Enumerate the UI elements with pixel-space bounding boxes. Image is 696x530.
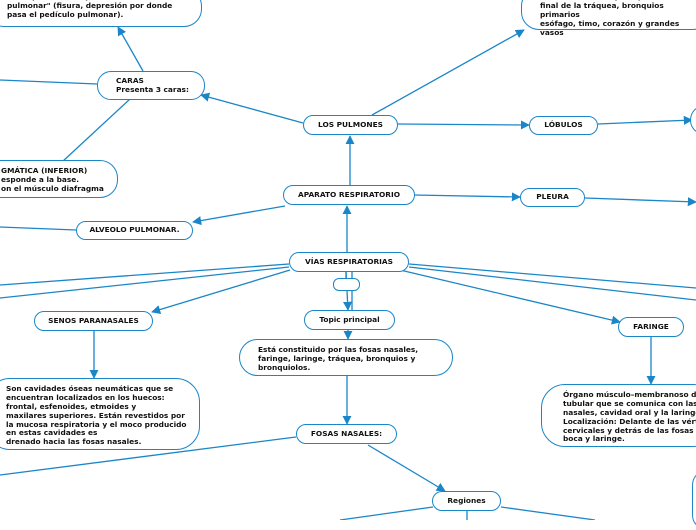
node-lobulos[interactable]: LÓBULOS xyxy=(529,116,598,135)
node-hilio[interactable]: En su parte media presenta al "hilio pul… xyxy=(0,0,202,27)
node-alveolo-pulmonar[interactable]: ALVEOLO PULMONAR. xyxy=(76,221,193,240)
node-diafragmatica[interactable]: GMÁTICA (INFERIOR) esponde a la base. on… xyxy=(0,160,118,198)
edge-vias-right-2 xyxy=(408,266,696,301)
edge-vias-senos xyxy=(151,269,291,314)
node-aparato-respiratorio[interactable]: APARATO RESPIRATORIO xyxy=(283,185,415,205)
edge-pulmones-lobulos xyxy=(397,120,530,130)
node-mediastino[interactable]: "mediastino" (ocupado por extremo final … xyxy=(521,0,696,36)
edge-pulmones-mediastino xyxy=(371,29,525,116)
node-vias-respiratorias[interactable]: VÍAS RESPIRATORIAS xyxy=(289,252,409,272)
node-senos-paranasales[interactable]: SENOS PARANASALES xyxy=(34,311,153,331)
edge-caras-left xyxy=(0,79,98,85)
edge-vias-left-2 xyxy=(0,266,290,299)
node-pleura[interactable]: PLEURA xyxy=(520,188,585,207)
node-empty[interactable] xyxy=(333,278,360,291)
edge-caras-diafragmatica xyxy=(61,98,131,163)
node-constituido[interactable]: Está constituido por las fosas nasales, … xyxy=(239,339,453,376)
edge-pulmones-caras xyxy=(200,92,304,124)
edge-regiones-right xyxy=(500,506,596,520)
edge-fosas-left xyxy=(0,436,297,476)
edge-vias-left-1 xyxy=(0,263,290,286)
node-los-pulmones[interactable]: LOS PULMONES xyxy=(303,115,398,135)
edge-aparato-pleura xyxy=(413,192,521,202)
edge-pleura-right xyxy=(584,197,696,207)
node-faringe-desc[interactable]: Órgano músculo–membranoso de tubular que… xyxy=(541,384,696,447)
node-faringe[interactable]: FARINGE xyxy=(618,317,684,337)
edge-lobulos-right xyxy=(597,115,693,125)
edge-alveolo-left xyxy=(0,226,77,231)
node-senos-desc[interactable]: Son cavidades óseas neumáticas que se en… xyxy=(0,378,200,450)
node-fosas-nasales[interactable]: FOSAS NASALES: xyxy=(296,424,397,444)
node-topic-principal[interactable]: Topic principal xyxy=(304,310,395,330)
node-right-partial[interactable] xyxy=(692,470,696,530)
edge-vias-faringe xyxy=(399,269,621,325)
edge-regiones-left xyxy=(339,506,434,520)
edge-aparato-alveolo xyxy=(192,205,286,226)
edge-caras-hilio xyxy=(117,26,144,72)
node-regiones[interactable]: Regiones xyxy=(432,491,501,511)
edge-vias-right-1 xyxy=(408,263,696,289)
node-caras[interactable]: CARAS Presenta 3 caras: xyxy=(97,71,205,100)
edge-fosas-regiones xyxy=(367,444,446,492)
